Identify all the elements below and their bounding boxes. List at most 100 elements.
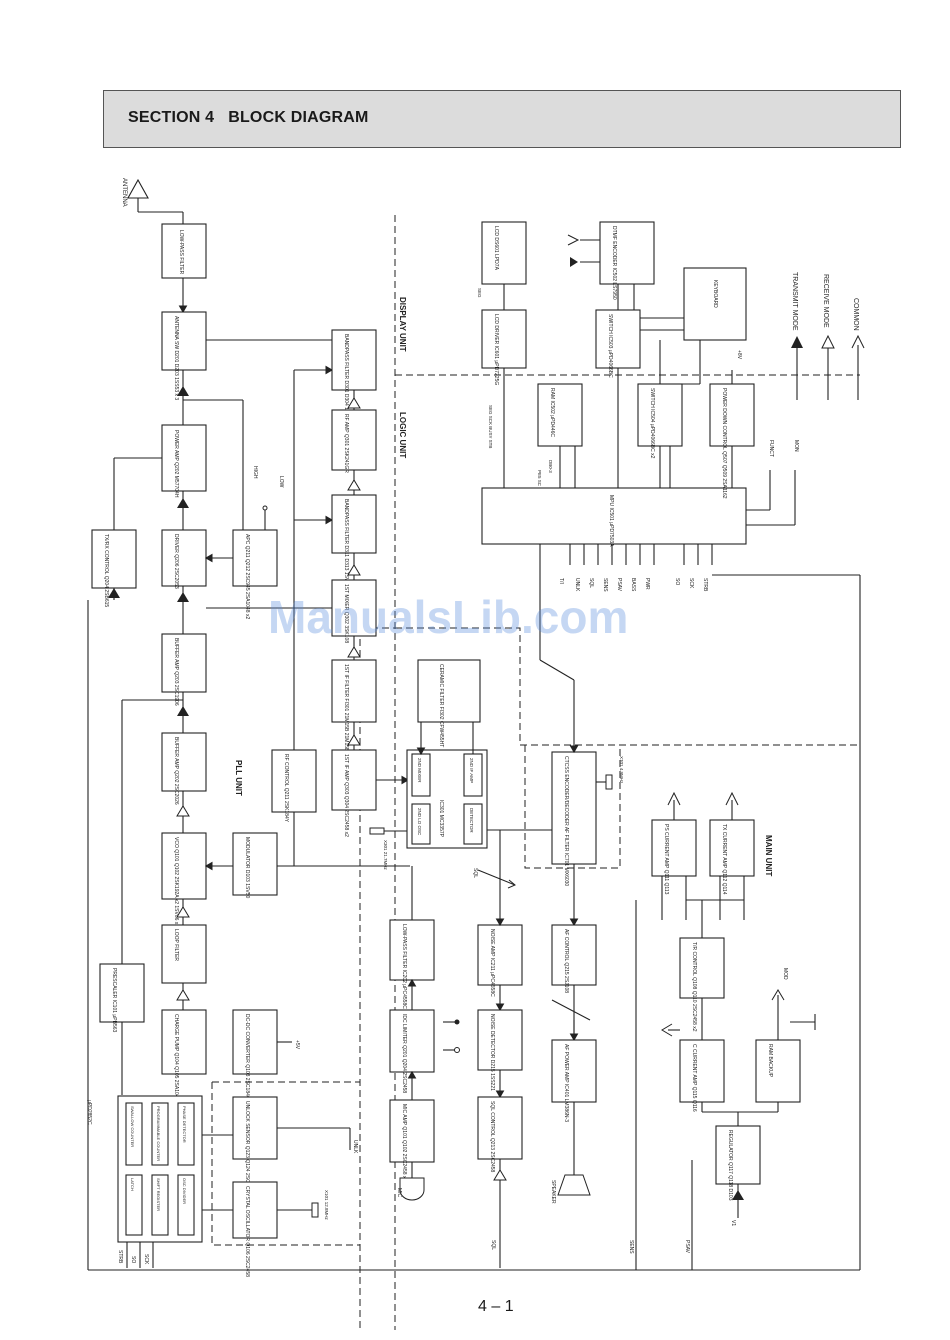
- svg-text:LOW-PASS FILTER IC202 µPC4558C: LOW-PASS FILTER IC202 µPC4558C: [401, 924, 407, 1009]
- if-amp-block: 1ST IF AMP Q303 Q304 2SC2458 x2: [331, 749, 377, 837]
- af-control-block: AF CONTROL Q215 2SJ108: [551, 924, 597, 993]
- svg-text:MIC AMP Q101 Q102 2SC2458 x2: MIC AMP Q101 Q102 2SC2458 x2: [401, 1104, 407, 1181]
- svg-text:2ND LO OSC: 2ND LO OSC: [417, 808, 422, 836]
- svg-text:SWITCH IC504 µPD4066BC x2: SWITCH IC504 µPD4066BC x2: [649, 388, 655, 459]
- charge-pump-block: CHARGE PUMP Q104 Q105 2SA1048 2SC2458: [161, 1009, 207, 1123]
- svg-text:STRB: STRB: [702, 578, 708, 592]
- ceramic-filter-block: CERAMIC FILTER FI302 CFW455HT: [417, 659, 481, 747]
- svg-text:SO: SO: [130, 1256, 136, 1263]
- sens-label: SENS: [628, 1240, 634, 1254]
- svg-text:1ST IF AMP Q303 Q304 2SC2458 x: 1ST IF AMP Q303 Q304 2SC2458 x2: [343, 754, 349, 837]
- svg-text:AF POWER AMP IC401 LM386N-3: AF POWER AMP IC401 LM386N-3: [563, 1044, 569, 1122]
- svg-text:AF CONTROL Q215 2SJ108: AF CONTROL Q215 2SJ108: [563, 929, 569, 993]
- prescaler-block: PRESCALER IC101 µPB563: [99, 963, 145, 1033]
- speaker-label: SPEAKER: [550, 1180, 556, 1204]
- unlock-block: UNLOCK SENSOR Q123 Q124 2SC2458 x2: [232, 1096, 278, 1201]
- svg-text:µPD2852C: µPD2852C: [86, 1100, 92, 1125]
- pe-label: PE5 SC: [537, 470, 542, 487]
- dtmf-block: DTMF ENCODER IC502 LS7950: [599, 221, 655, 300]
- mod-label: MOD: [782, 968, 788, 980]
- switch2-block: SWITCH IC504 µPD4066BC x2: [637, 383, 683, 459]
- svg-text:REGULATOR Q117 Q118 D103: REGULATOR Q117 Q118 D103: [727, 1130, 733, 1201]
- bandpass2-block: BANDPASS FILTER D311 D313 1SV113 x3: [331, 494, 377, 596]
- modulator-block: MODULATOR D103 1SV50: [232, 832, 278, 898]
- legend-receive: RECEIVE MODE: [822, 274, 829, 328]
- trx-control-block: T/R CONTROL Q108 Q110 2SC2458 x2: [679, 937, 725, 1032]
- af-power-block: AF POWER AMP IC401 LM386N-3: [551, 1039, 597, 1122]
- svg-text:BUFFER AMP Q203 2SC1906: BUFFER AMP Q203 2SC1906: [173, 638, 179, 706]
- pll-ic-block: µPD2852C SWALLOW COUNTER PROGRAMMABLE CO…: [86, 1095, 203, 1243]
- plus5v-label: +5V: [294, 1040, 300, 1050]
- pll-unit-label: PLL UNIT: [234, 760, 243, 796]
- svg-text:SENS: SENS: [602, 578, 608, 592]
- high-label: HIGH: [252, 466, 258, 479]
- svg-text:OSC DIVIDER: OSC DIVIDER: [182, 1178, 187, 1204]
- svg-text:T/R CONTROL Q108 Q110 2SC2458: T/R CONTROL Q108 Q110 2SC2458 x2: [691, 942, 697, 1032]
- svg-text:RAM IC502 µPD446C: RAM IC502 µPD446C: [549, 388, 555, 437]
- unit-labels: DISPLAY UNIT LOGIC UNIT PLL UNIT MAIN UN…: [234, 297, 773, 876]
- x701-label: X701 4.9MHz: [619, 756, 624, 784]
- svg-text:RAM BACKUP: RAM BACKUP: [767, 1044, 773, 1078]
- svg-text:CERAMIC FILTER FI302 CFW455HT: CERAMIC FILTER FI302 CFW455HT: [438, 664, 444, 747]
- low-label: LOW: [278, 476, 284, 488]
- v1-label: V1: [730, 1220, 736, 1226]
- ram-block: RAM IC502 µPD446C: [537, 383, 583, 447]
- ram-backup-block: RAM BACKUP: [755, 1039, 801, 1103]
- fm-ic-block: IC301 MC3357P 2ND MIXER 2ND LO OSC 2ND I…: [406, 749, 488, 849]
- svg-text:BANDPASS FILTER D301 D304 1SV1: BANDPASS FILTER D301 D304 1SV113 x3: [343, 334, 349, 431]
- svg-text:IC301 MC3357P: IC301 MC3357P: [438, 800, 444, 838]
- tx-current-block: TX CURRENT AMP Q112 Q114: [709, 819, 755, 895]
- svg-text:BANDPASS FILTER D311 D313 1SV1: BANDPASS FILTER D311 D313 1SV113 x3: [343, 499, 349, 596]
- lpf-block: LOW-PASS FILTER: [161, 223, 207, 279]
- svg-text:LOOP FILTER: LOOP FILTER: [173, 929, 179, 961]
- display-unit-label: DISPLAY UNIT: [398, 297, 407, 352]
- svg-text:SCK: SCK: [143, 1254, 149, 1265]
- svg-text:PSAV: PSAV: [616, 578, 622, 592]
- svg-text:PWR: PWR: [644, 578, 650, 590]
- plus8v-label: +8V: [736, 350, 742, 360]
- svg-text:SWALLOW COUNTER: SWALLOW COUNTER: [130, 1106, 135, 1147]
- ps-current-block: PS CURRENT AMP Q111 Q113: [651, 819, 697, 895]
- svg-text:MODULATOR D103 1SV50: MODULATOR D103 1SV50: [244, 837, 250, 898]
- sql-vr-label: SQL: [472, 868, 478, 878]
- rf-control-block: RF CONTROL Q211 2SK184Y: [271, 749, 317, 823]
- svg-text:CRYSTAL OSCILLATOR Q106 2SC245: CRYSTAL OSCILLATOR Q106 2SC2458: [244, 1186, 250, 1277]
- svg-text:CHARGE PUMP Q104 Q105 2SA1048: CHARGE PUMP Q104 Q105 2SA1048 2SC2458: [173, 1014, 179, 1123]
- svg-text:APC Q211 Q212 2SC945 2SA1048 x: APC Q211 Q212 2SC945 2SA1048 x2: [244, 534, 250, 619]
- pll-pins: STRB SO SCK: [117, 1242, 154, 1268]
- svg-text:SWITCH IC503 µPD4066BC: SWITCH IC503 µPD4066BC: [607, 314, 613, 378]
- svg-text:DETECTOR: DETECTOR: [469, 808, 474, 833]
- svg-text:1ST MIXER Q302 3SK108: 1ST MIXER Q302 3SK108: [343, 584, 349, 643]
- svg-text:2ND MIXER: 2ND MIXER: [417, 758, 422, 783]
- svg-text:SQL: SQL: [588, 578, 594, 588]
- svg-text:DC-DC CONVERTER Q103 2SC1846: DC-DC CONVERTER Q103 2SC1846: [244, 1014, 250, 1099]
- funct-label: FUNCT: [768, 440, 774, 457]
- limiter-block: IDC LIMITER Q201 Q204 2SC2458: [389, 1009, 435, 1093]
- svg-text:RF AMP Q301 2SK241GR: RF AMP Q301 2SK241GR: [343, 414, 349, 473]
- switch1-block: SWITCH IC503 µPD4066BC: [595, 309, 641, 378]
- mpu-pins: T/I UNLK SQL SENS PSAV BASS PWR SO SCK S…: [558, 544, 713, 592]
- section-title: SECTION 4 BLOCK DIAGRAM: [128, 109, 369, 126]
- svg-text:SO: SO: [674, 578, 680, 585]
- svg-text:POWER DOWN CONTROL Q507 Q509 2: POWER DOWN CONTROL Q507 Q509 2SA1162: [721, 388, 727, 499]
- svg-text:CTCSS ENCODER/DECODER AF FILTE: CTCSS ENCODER/DECODER AF FILTER IC701 MX…: [563, 756, 569, 886]
- mixer1-block: 1ST MIXER Q302 3SK108: [331, 579, 377, 643]
- c-current-block: C CURRENT AMP Q115 Q116: [679, 1039, 725, 1112]
- svg-text:LATCH: LATCH: [130, 1178, 135, 1191]
- svg-text:RF CONTROL Q211 2SK184Y: RF CONTROL Q211 2SK184Y: [283, 754, 289, 823]
- psav-label: PSAV: [684, 1240, 690, 1254]
- svg-text:POWER AMP Q202 M57704H: POWER AMP Q202 M57704H: [173, 430, 179, 498]
- svg-text:NOISE DETECTOR D215 1SS221: NOISE DETECTOR D215 1SS221: [489, 1014, 495, 1091]
- watermark: ManualsLib.com: [268, 591, 629, 643]
- svg-text:PROGRAMMABLE COUNTER: PROGRAMMABLE COUNTER: [156, 1106, 161, 1161]
- lcd-block: LCD DS601 LPD7A: [481, 221, 527, 285]
- mpu-block: MPU IC501 µPD7503A: [481, 487, 747, 547]
- legend-transmit: TRANSMIT MODE: [791, 272, 798, 331]
- lcd-driver-block: LCD DRIVER IC601 µPD7225G: [481, 309, 527, 385]
- svg-text:TX CURRENT AMP Q112 Q114: TX CURRENT AMP Q112 Q114: [721, 824, 727, 895]
- svg-text:VCO Q101 Q102 2SK192A x2 1SV86: VCO Q101 Q102 2SK192A x2 1SV86 x2: [173, 837, 179, 927]
- svg-text:1ST IF FILTER FI301 21M15B 21M: 1ST IF FILTER FI301 21M15B 21M15B2: [343, 664, 349, 754]
- svg-text:DTMF ENCODER IC502 LS7950: DTMF ENCODER IC502 LS7950: [611, 226, 617, 300]
- power-down-block: POWER DOWN CONTROL Q507 Q509 2SA1162: [709, 383, 755, 499]
